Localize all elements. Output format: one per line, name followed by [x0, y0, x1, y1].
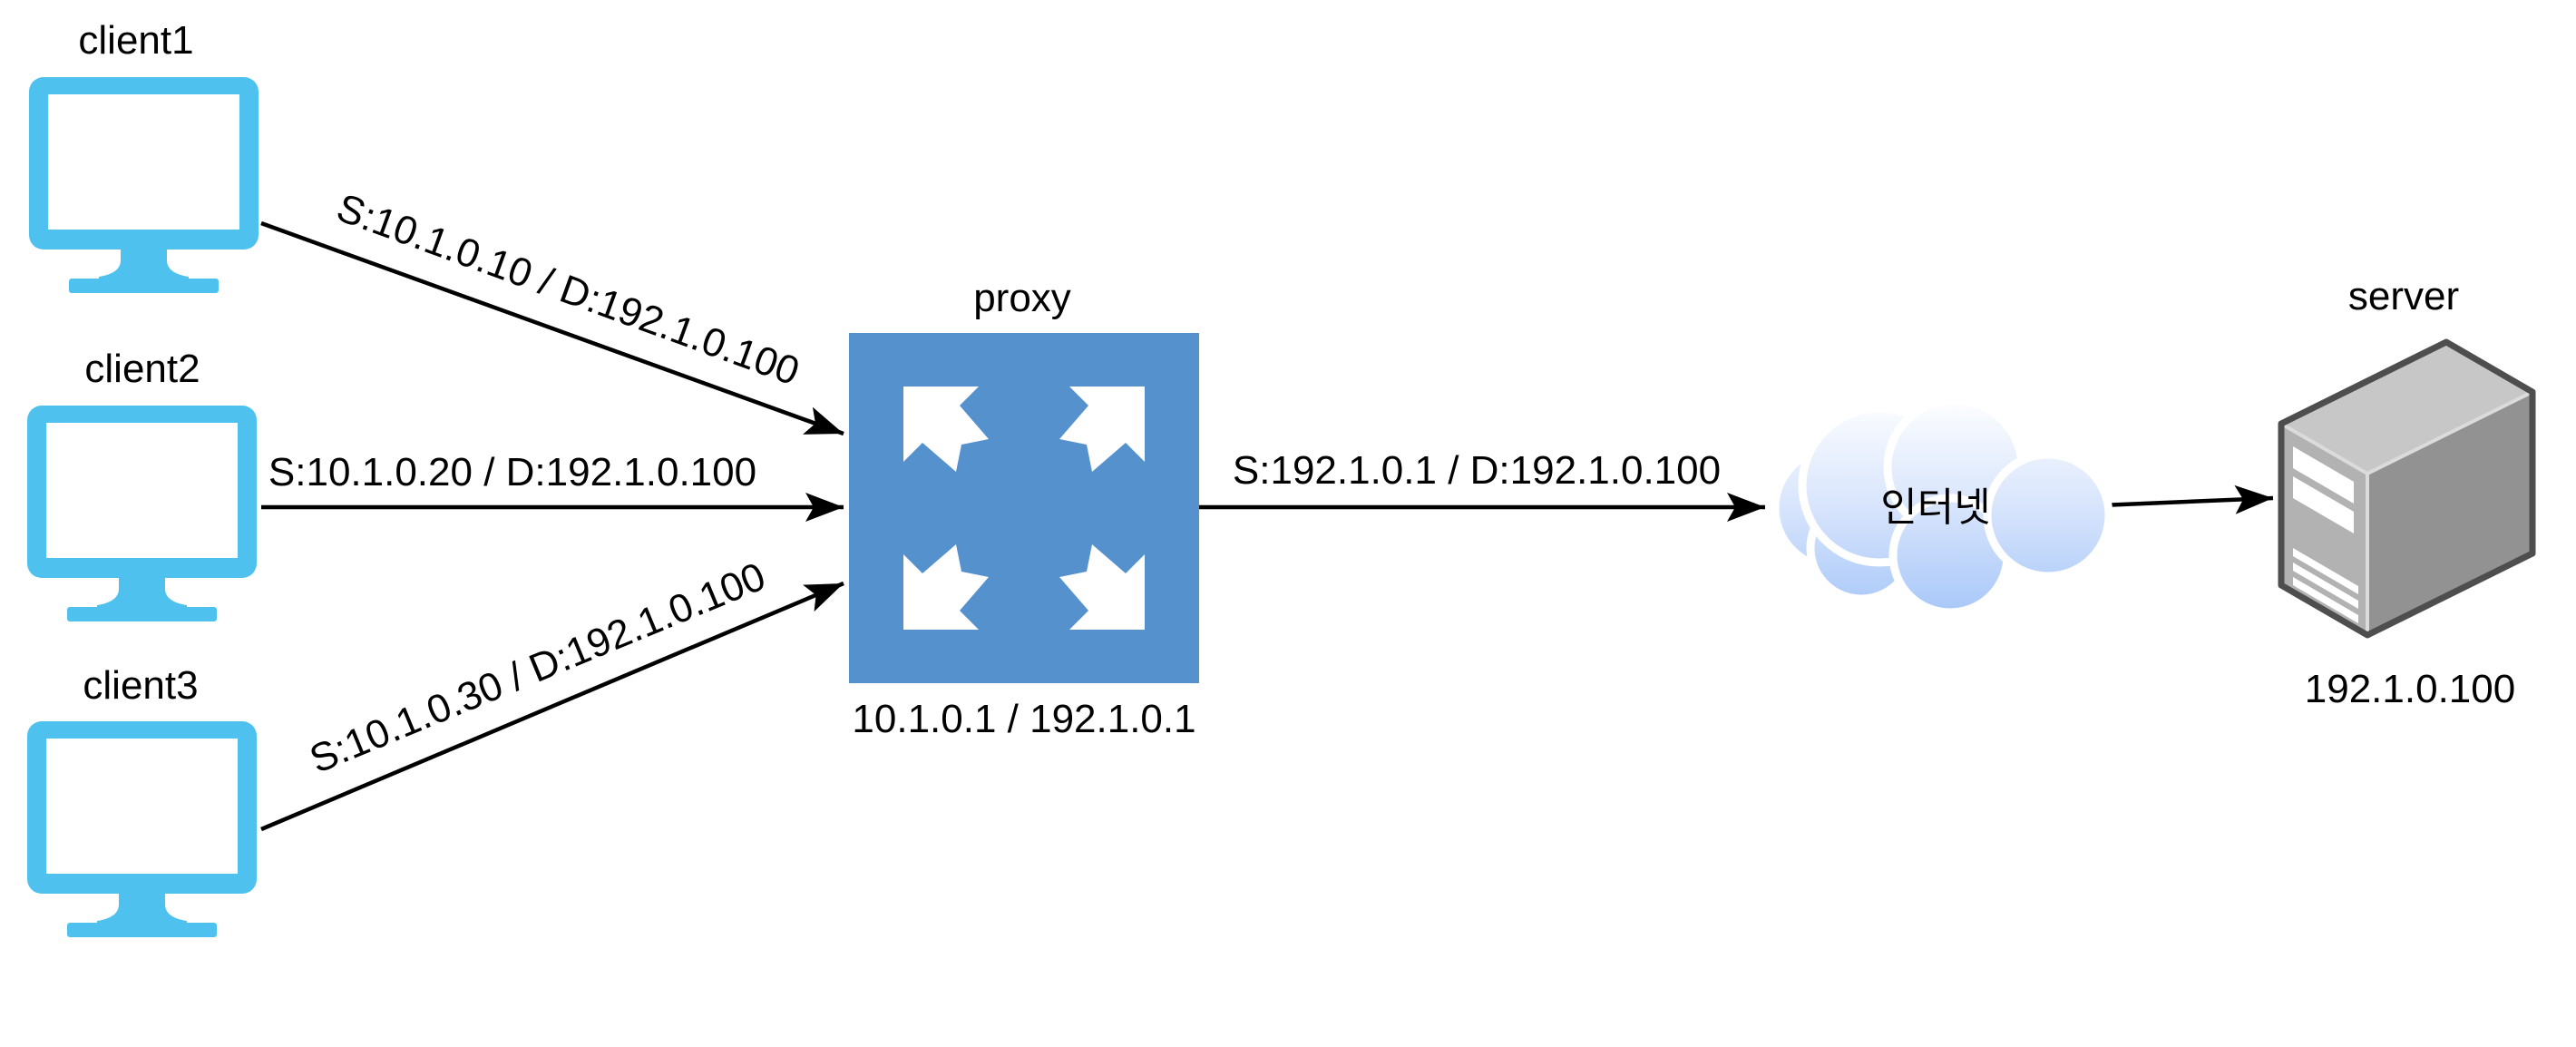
client3-monitor-icon	[27, 721, 257, 937]
edge-internet-to-server	[2100, 484, 2274, 514]
edge-proxy-internet-label: S:192.1.0.1 / D:192.1.0.100	[1232, 447, 1722, 493]
server-label: server	[2347, 273, 2460, 318]
edge-client2-proxy-label: S:10.1.0.20 / D:192.1.0.100	[268, 449, 757, 494]
client2-monitor-icon	[27, 406, 257, 621]
proxy-switch-icon	[849, 333, 1199, 683]
server-icon	[2278, 338, 2536, 639]
client3-label: client3	[83, 662, 199, 708]
edge-lines	[260, 220, 2274, 832]
proxy-ip-label: 10.1.0.1 / 192.1.0.1	[852, 696, 1196, 741]
client2-label: client2	[84, 346, 200, 391]
edge-client3-to-proxy	[260, 581, 844, 832]
server-ip-label: 192.1.0.100	[2304, 666, 2516, 711]
internet-label: 인터넷	[1880, 484, 1991, 530]
server-vent-slots	[2293, 446, 2358, 623]
client1-monitor-icon	[29, 77, 259, 293]
edge-client1-to-proxy	[260, 220, 844, 436]
proxy-label: proxy	[973, 275, 1071, 320]
internet-cloud-icon	[1771, 396, 2113, 617]
client1-label: client1	[78, 17, 194, 63]
